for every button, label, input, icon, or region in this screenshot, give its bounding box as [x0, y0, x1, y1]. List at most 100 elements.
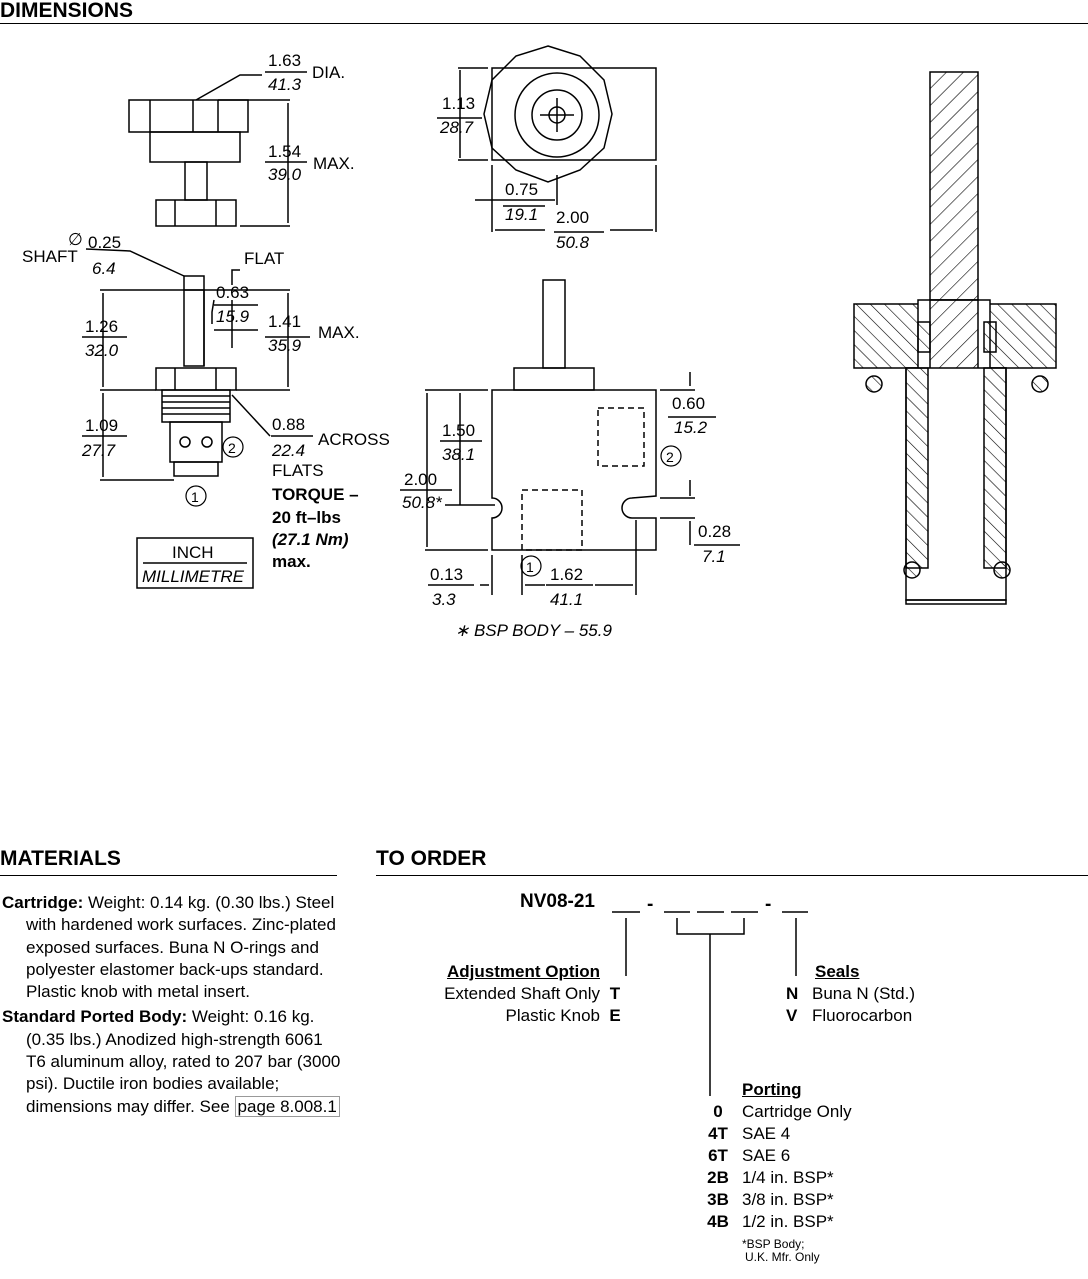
svg-text:19.1: 19.1 — [505, 205, 538, 224]
top-view — [437, 45, 657, 233]
porting-label-0: Cartridge Only — [742, 1102, 852, 1121]
svg-text:2.00: 2.00 — [556, 208, 589, 227]
cartridge-text: Weight: 0.14 kg. (0.30 lbs.) Steel with … — [26, 893, 336, 1002]
svg-text:FLAT: FLAT — [244, 249, 284, 268]
svg-text:2: 2 — [666, 449, 674, 465]
svg-text:0.60: 0.60 — [672, 394, 705, 413]
svg-text:22.4: 22.4 — [271, 441, 305, 460]
svg-text:6.4: 6.4 — [92, 259, 116, 278]
svg-text:0.63: 0.63 — [216, 283, 249, 302]
seals-label-1: Fluorocarbon — [812, 1006, 913, 1025]
seals-option: Seals N Buna N (Std.) V Fluorocarbon — [786, 962, 986, 1026]
svg-text:MAX.: MAX. — [313, 154, 355, 173]
svg-text:1.26: 1.26 — [85, 317, 118, 336]
svg-text:32.0: 32.0 — [85, 341, 119, 360]
adjustment-label-0: Extended Shaft Only — [444, 984, 600, 1003]
porting-note-2: U.K. Mfr. Only — [745, 1250, 820, 1264]
svg-text:FLATS: FLATS — [272, 461, 324, 480]
body-paragraph: Standard Ported Body: Weight: 0.16 kg. (… — [2, 1006, 342, 1117]
dimensions-rule — [0, 23, 1088, 24]
porting-label-4: 3/8 in. BSP* — [742, 1190, 834, 1209]
knob-side-view — [128, 71, 307, 227]
porting-code-3: 2B — [707, 1168, 729, 1187]
svg-text:MAX.: MAX. — [318, 323, 360, 342]
adjustment-option: Adjustment Option Extended Shaft Only T … — [380, 962, 630, 1026]
svg-text:41.1: 41.1 — [550, 590, 583, 609]
porting-code-1: 4T — [708, 1124, 728, 1143]
svg-text:-: - — [647, 894, 653, 915]
dimensions-heading: DIMENSIONS — [0, 0, 134, 22]
seals-label-0: Buna N (Std.) — [812, 984, 915, 1003]
porting-code-0: 0 — [713, 1102, 723, 1121]
svg-text:27.7: 27.7 — [81, 441, 116, 460]
svg-text:1.09: 1.09 — [85, 416, 118, 435]
svg-text:50.8: 50.8 — [556, 233, 590, 252]
materials-heading: MATERIALS — [0, 847, 121, 870]
svg-text:28.7: 28.7 — [439, 118, 474, 137]
porting-label-1: SAE 4 — [742, 1124, 791, 1143]
adjustment-code-1: E — [609, 1006, 621, 1025]
model-code: NV08-21 — [520, 891, 595, 912]
porting-label-5: 1/2 in. BSP* — [742, 1212, 834, 1231]
svg-text:INCH: INCH — [172, 543, 214, 562]
svg-text:0.88: 0.88 — [272, 415, 305, 434]
svg-text:∗ BSP BODY – 55.9: ∗ BSP BODY – 55.9 — [455, 621, 612, 640]
svg-text:35.9: 35.9 — [268, 336, 302, 355]
adjustment-label-1: Plastic Knob — [505, 1006, 601, 1025]
porting-note-1: *BSP Body; — [742, 1237, 805, 1251]
svg-text:max.: max. — [272, 552, 311, 571]
svg-text:1.50: 1.50 — [442, 421, 475, 440]
svg-text:15.9: 15.9 — [216, 307, 250, 326]
seals-code-0: N — [786, 984, 799, 1003]
svg-text:SHAFT: SHAFT — [22, 247, 78, 266]
body-text: Weight: 0.16 kg. (0.35 lbs.) Anodized hi… — [26, 1007, 341, 1116]
cartridge-paragraph: Cartridge: Weight: 0.14 kg. (0.30 lbs.) … — [2, 892, 342, 1003]
svg-text:1.63: 1.63 — [268, 51, 301, 70]
svg-text:ACROSS: ACROSS — [318, 430, 390, 449]
svg-text:1.13: 1.13 — [442, 94, 475, 113]
to-order-rule — [376, 875, 1088, 876]
svg-text:2.00: 2.00 — [404, 470, 437, 489]
dimension-drawings: 1.63 41.3 DIA. 1.54 39.0 MAX. 1.13 28.7 … — [22, 45, 1057, 640]
section-view — [853, 71, 1057, 605]
svg-text:3.3: 3.3 — [432, 590, 456, 609]
svg-text:∅: ∅ — [68, 230, 83, 249]
svg-text:41.3: 41.3 — [268, 75, 302, 94]
svg-text:MILLIMETRE: MILLIMETRE — [142, 567, 245, 586]
svg-text:(27.1 Nm): (27.1 Nm) — [272, 530, 349, 549]
svg-text:7.1: 7.1 — [702, 547, 726, 566]
svg-text:0.75: 0.75 — [505, 180, 538, 199]
adjustment-code-0: T — [609, 984, 621, 1003]
svg-text:15.2: 15.2 — [674, 418, 708, 437]
svg-text:38.1: 38.1 — [442, 445, 475, 464]
cartridge-label: Cartridge: — [2, 893, 84, 912]
porting-code-5: 4B — [707, 1212, 729, 1231]
svg-text:1.41: 1.41 — [268, 312, 301, 331]
seals-title: Seals — [815, 962, 860, 981]
cartridge-view — [82, 248, 313, 589]
svg-text:2: 2 — [228, 440, 236, 456]
porting-label-2: SAE 6 — [742, 1146, 791, 1165]
page-link[interactable]: page 8.008.1 — [234, 1095, 340, 1117]
seals-code-1: V — [786, 1006, 798, 1025]
porting-label-3: 1/4 in. BSP* — [742, 1168, 834, 1187]
porting-code-4: 3B — [707, 1190, 729, 1209]
svg-text:1: 1 — [526, 559, 534, 575]
to-order-heading: TO ORDER — [376, 847, 487, 870]
svg-text:39.0: 39.0 — [268, 165, 302, 184]
materials-rule — [0, 875, 337, 876]
body-front-view — [400, 279, 740, 595]
svg-text:0.25: 0.25 — [88, 233, 121, 252]
materials-text: Cartridge: Weight: 0.14 kg. (0.30 lbs.) … — [2, 892, 342, 1121]
svg-text:1.62: 1.62 — [550, 565, 583, 584]
porting-code-2: 6T — [708, 1146, 728, 1165]
svg-text:-: - — [765, 894, 771, 915]
svg-text:0.28: 0.28 — [698, 522, 731, 541]
svg-text:1: 1 — [191, 489, 199, 505]
body-label: Standard Ported Body: — [2, 1007, 188, 1027]
porting-title: Porting — [742, 1080, 802, 1099]
svg-text:DIA.: DIA. — [312, 63, 345, 82]
svg-text:0.13: 0.13 — [430, 565, 463, 584]
svg-text:50.8*: 50.8* — [402, 493, 443, 512]
